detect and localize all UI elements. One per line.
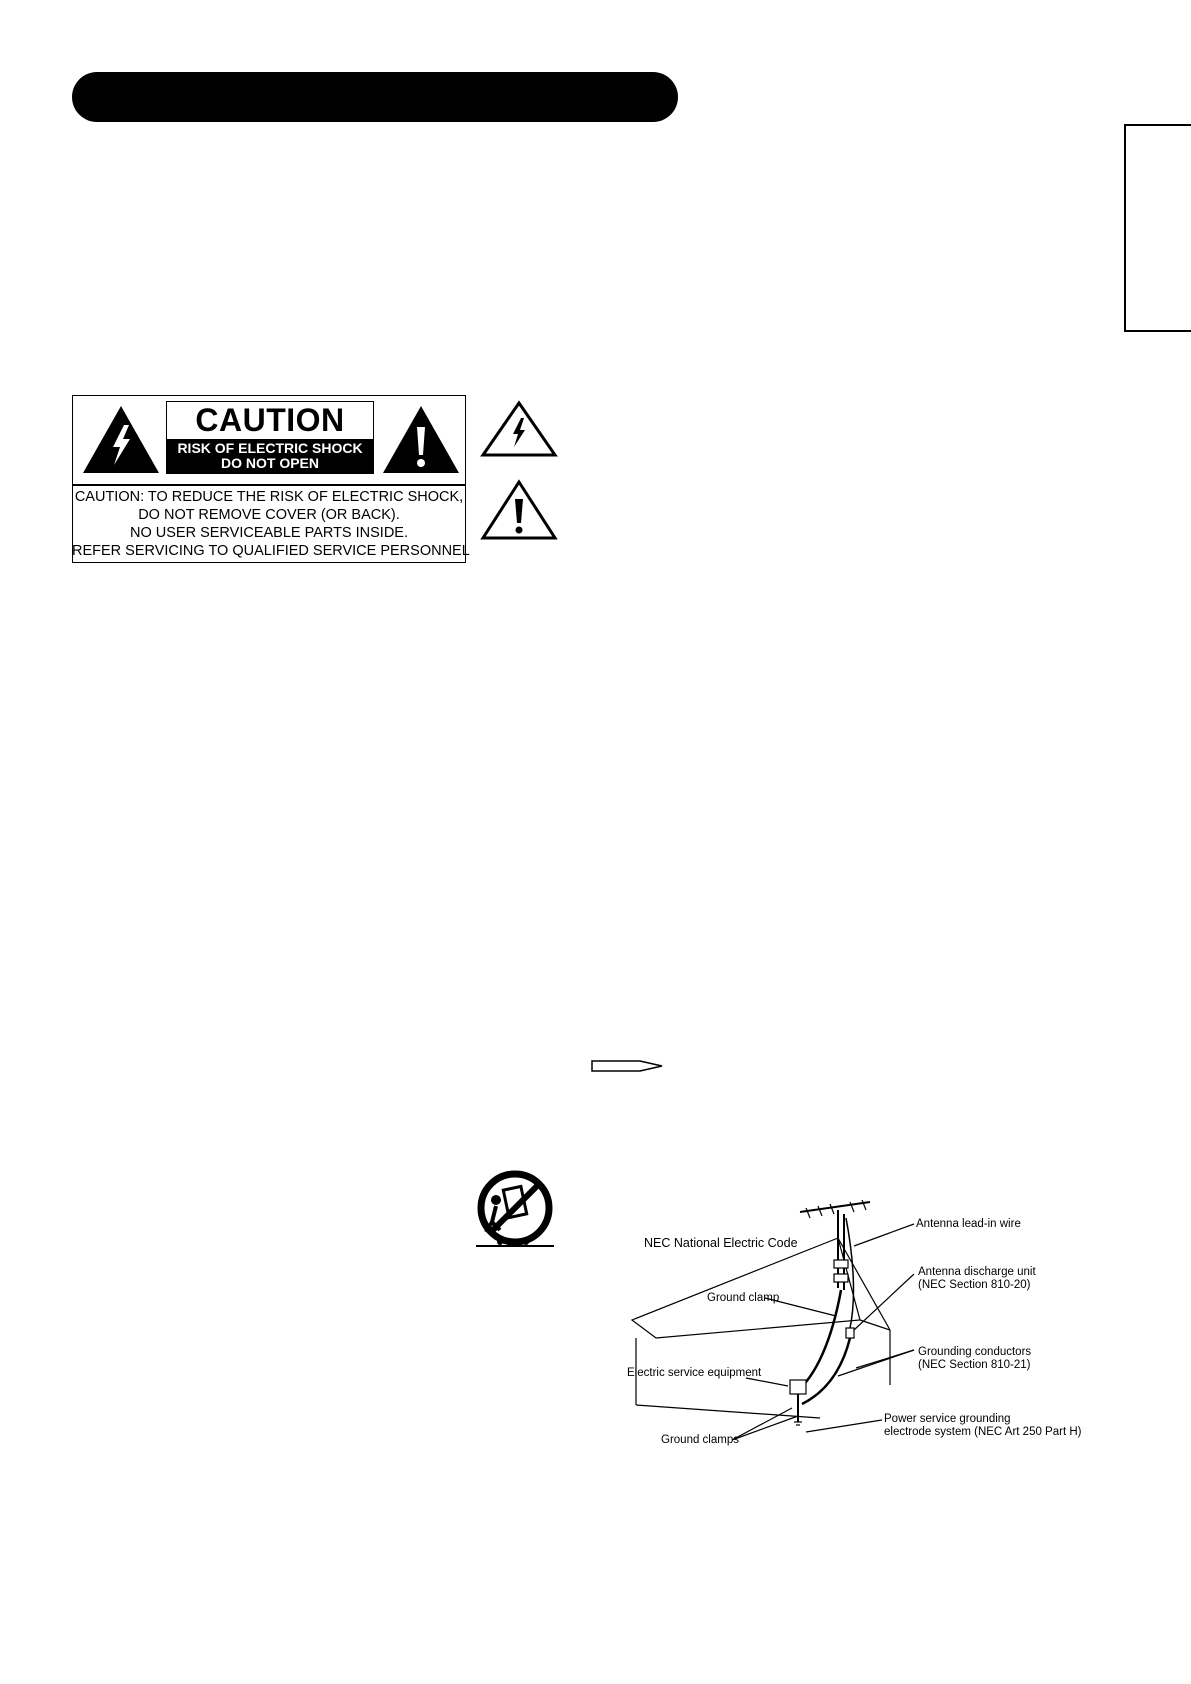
exclamation-triangle-icon	[383, 406, 459, 473]
exclamation-symbol-icon	[480, 479, 558, 540]
lightning-symbol-icon	[480, 400, 558, 457]
language-tab	[1124, 124, 1191, 332]
caution-subtitle-line2: DO NOT OPEN	[220, 455, 319, 471]
label-grounding-conductors: Grounding conductors	[918, 1346, 1032, 1358]
antenna-grounding-diagram	[630, 1200, 915, 1441]
label-grounding-conductors-ref: (NEC Section 810-21)	[918, 1359, 1031, 1371]
caution-title-box	[166, 401, 374, 474]
caution-text-line: CAUTION: TO REDUCE THE RISK OF ELECTRIC …	[74, 489, 464, 505]
caution-title: CAUTION	[195, 402, 345, 438]
note-arrow-icon	[591, 1060, 663, 1072]
caution-text-line: REFER SERVICING TO QUALIFIED SERVICE PER…	[72, 543, 470, 559]
label-discharge-unit: Antenna discharge unit	[918, 1266, 1036, 1278]
caution-subtitle-band	[167, 439, 373, 473]
section-header-bar	[72, 72, 678, 122]
diagram-title: NEC National Electric Code	[644, 1236, 798, 1250]
label-antenna-lead-in: Antenna lead-in wire	[916, 1218, 1021, 1230]
label-power-service-ref: electrode system (NEC Art 250 Part H)	[884, 1426, 1082, 1438]
caution-subtitle-line1: RISK OF ELECTRIC SHOCK	[177, 440, 363, 456]
label-discharge-unit-ref: (NEC Section 810-20)	[918, 1279, 1031, 1291]
cart-tip-over-warning-icon	[476, 1170, 554, 1247]
label-power-service: Power service grounding	[884, 1413, 1011, 1425]
caution-divider	[72, 484, 466, 486]
caution-text-line: NO USER SERVICEABLE PARTS INSIDE.	[130, 525, 408, 541]
label-ground-clamp: Ground clamp	[707, 1292, 780, 1304]
caution-text-line: DO NOT REMOVE COVER (OR BACK).	[138, 507, 400, 523]
label-electric-service: Electric service equipment	[627, 1367, 762, 1379]
lightning-triangle-icon	[83, 406, 159, 473]
label-ground-clamps: Ground clamps	[661, 1434, 739, 1446]
caution-label	[72, 395, 466, 563]
